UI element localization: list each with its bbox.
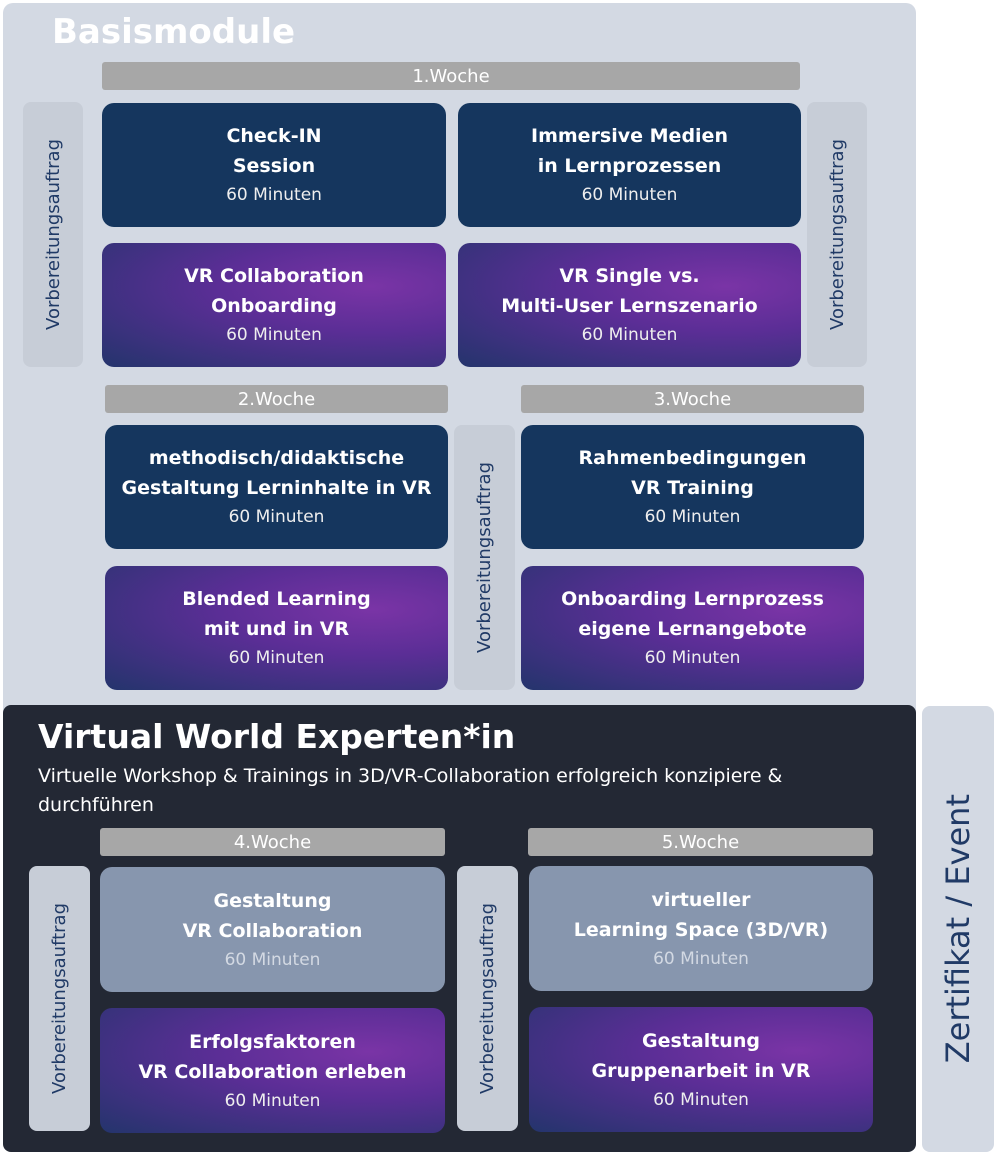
module-title-line2: Gestaltung Lerninhalte in VR bbox=[121, 477, 432, 499]
module-title-line2: Learning Space (3D/VR) bbox=[573, 918, 829, 941]
prep-tab-week2-3: Vorbereitungsauftrag bbox=[454, 425, 515, 690]
module-gestaltung-gruppenarbeit: Gestaltung Gruppenarbeit in VR 60 Minute… bbox=[529, 1007, 873, 1132]
certificate-label: Zertifikat / Event bbox=[939, 794, 977, 1064]
certificate-panel bbox=[922, 706, 994, 1152]
module-title-line1: Onboarding Lernprozess bbox=[561, 588, 824, 610]
module-vr-single-vs-multi-user: VR Single vs. Multi-User Lernszenario 60… bbox=[458, 243, 801, 367]
module-title-line2: VR Training bbox=[631, 477, 754, 499]
module-duration: 60 Minuten bbox=[581, 325, 678, 345]
module-check-in-session: Check-IN Session 60 Minuten bbox=[102, 103, 446, 227]
module-title-line1: virtueller bbox=[651, 888, 751, 911]
module-title-line1: VR Collaboration bbox=[184, 265, 364, 287]
module-duration: 60 Minuten bbox=[581, 185, 678, 205]
module-title-line2: Gruppenarbeit in VR bbox=[591, 1059, 811, 1082]
module-title-line1: Gestaltung bbox=[213, 889, 332, 912]
module-duration: 60 Minuten bbox=[226, 185, 322, 205]
prep-tab-week4: Vorbereitungsauftrag bbox=[29, 866, 90, 1131]
expert-subtitle: Virtuelle Workshop & Trainings in 3D/VR-… bbox=[38, 765, 783, 816]
module-immersive-medien: Immersive Medien in Lernprozessen 60 Min… bbox=[458, 103, 801, 227]
prep-tab-label: Vorbereitungsauftrag bbox=[477, 903, 498, 1094]
week-3-bar: 3.Woche bbox=[521, 385, 864, 413]
module-title-line1: Blended Learning bbox=[182, 588, 371, 610]
prep-tab-week1-right: Vorbereitungsauftrag bbox=[807, 102, 867, 367]
week-1-bar: 1.Woche bbox=[102, 62, 800, 90]
module-duration: 60 Minuten bbox=[224, 949, 321, 970]
module-title-line2: VR Collaboration erleben bbox=[138, 1060, 407, 1083]
module-title-line2: VR Collaboration bbox=[182, 919, 363, 942]
module-title-line2: in Lernprozessen bbox=[537, 155, 722, 177]
prep-tab-week5: Vorbereitungsauftrag bbox=[457, 866, 518, 1131]
basismodule-title: Basismodule bbox=[52, 12, 296, 52]
module-rahmenbedingungen: Rahmenbedingungen VR Training 60 Minuten bbox=[521, 425, 864, 549]
module-title-line1: VR Single vs. bbox=[559, 265, 700, 287]
module-vr-collaboration-onboarding: VR Collaboration Onboarding 60 Minuten bbox=[102, 243, 446, 367]
module-title-line2: mit und in VR bbox=[203, 618, 350, 640]
module-virtueller-learning-space: virtueller Learning Space (3D/VR) 60 Min… bbox=[529, 866, 873, 991]
prep-tab-label: Vorbereitungsauftrag bbox=[474, 462, 495, 653]
module-title-line1: Rahmenbedingungen bbox=[578, 447, 807, 469]
module-duration: 60 Minuten bbox=[644, 507, 741, 527]
prep-tab-week1-left: Vorbereitungsauftrag bbox=[23, 102, 83, 367]
module-title-line1: Immersive Medien bbox=[531, 125, 728, 147]
week-4-bar: 4.Woche bbox=[100, 828, 445, 856]
module-duration: 60 Minuten bbox=[226, 325, 322, 345]
module-duration: 60 Minuten bbox=[653, 948, 749, 969]
certificate-label-wrap: Zertifikat / Event bbox=[922, 706, 994, 1152]
module-title-line2: Session bbox=[232, 155, 316, 177]
week-5-bar: 5.Woche bbox=[528, 828, 873, 856]
module-gestaltung-vr-collaboration: Gestaltung VR Collaboration 60 Minuten bbox=[100, 867, 445, 992]
module-title-line1: Gestaltung bbox=[642, 1029, 760, 1052]
module-title-line1: Check-IN bbox=[226, 125, 322, 147]
module-duration: 60 Minuten bbox=[228, 648, 325, 668]
module-methodisch-didaktische: methodisch/didaktische Gestaltung Lernin… bbox=[105, 425, 448, 549]
module-duration: 60 Minuten bbox=[228, 507, 325, 527]
module-duration: 60 Minuten bbox=[224, 1090, 321, 1111]
module-title-line1: Erfolgsfaktoren bbox=[189, 1030, 356, 1053]
prep-tab-label: Vorbereitungsauftrag bbox=[49, 903, 70, 1094]
module-erfolgsfaktoren: Erfolgsfaktoren VR Collaboration erleben… bbox=[100, 1008, 445, 1133]
module-title-line2: Multi-User Lernszenario bbox=[501, 295, 758, 317]
module-onboarding-lernprozess: Onboarding Lernprozess eigene Lernangebo… bbox=[521, 566, 864, 690]
module-title-line2: Onboarding bbox=[211, 295, 337, 317]
week-2-bar: 2.Woche bbox=[105, 385, 448, 413]
module-title-line2: eigene Lernangebote bbox=[578, 618, 807, 640]
module-duration: 60 Minuten bbox=[644, 648, 741, 668]
module-blended-learning: Blended Learning mit und in VR 60 Minute… bbox=[105, 566, 448, 690]
prep-tab-label: Vorbereitungsauftrag bbox=[42, 139, 64, 330]
prep-tab-label: Vorbereitungsauftrag bbox=[826, 139, 848, 330]
module-duration: 60 Minuten bbox=[653, 1089, 749, 1110]
expert-title: Virtual World Experten*in bbox=[38, 717, 516, 756]
module-title-line1: methodisch/didaktische bbox=[148, 447, 405, 469]
